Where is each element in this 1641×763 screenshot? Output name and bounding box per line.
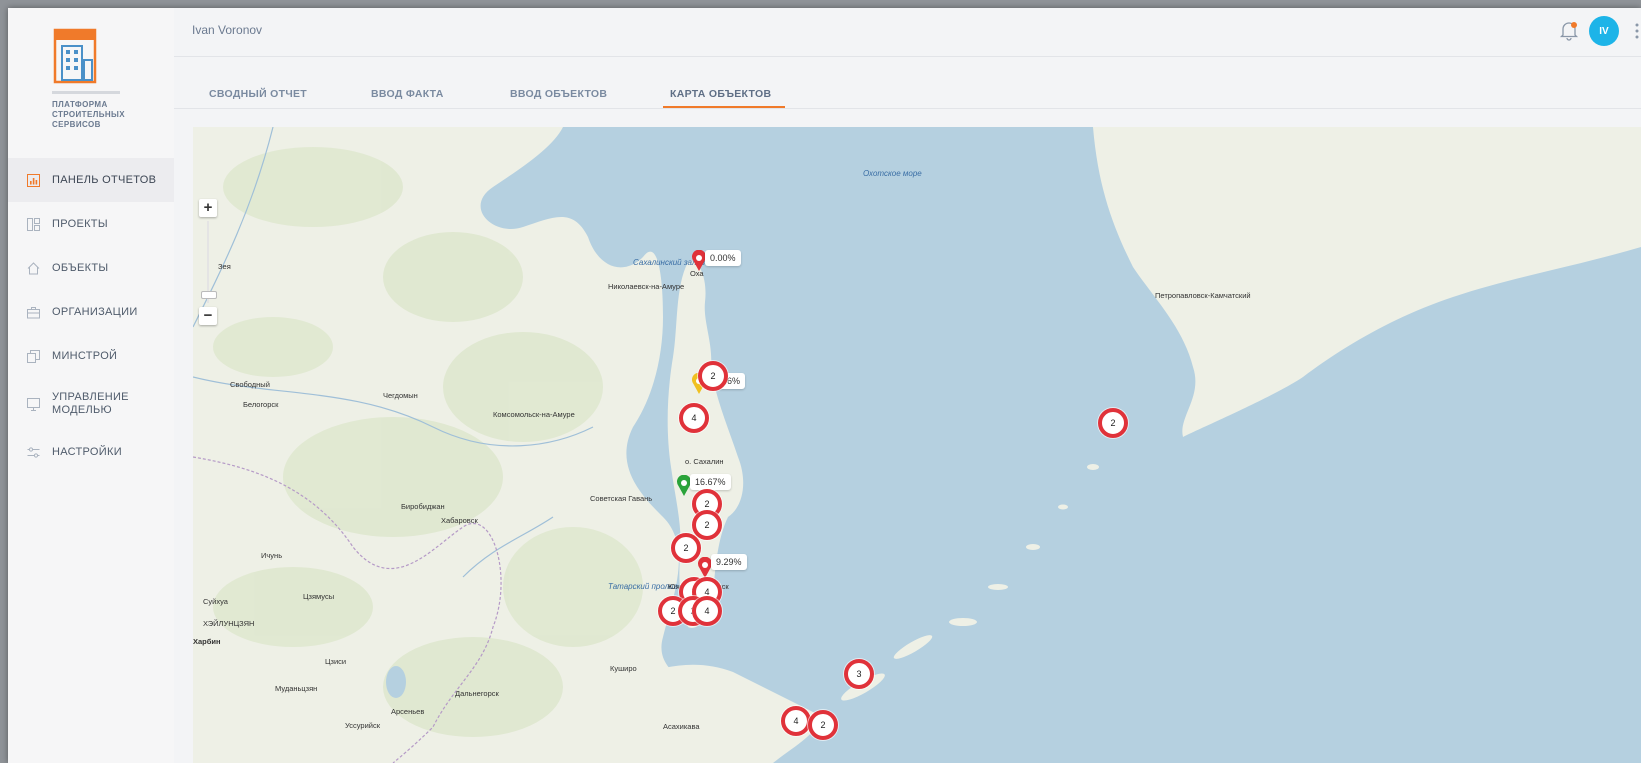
place-label: Асахикава	[663, 722, 700, 731]
place-label: Оха	[690, 269, 704, 278]
tab-summary-report[interactable]: СВОДНЫЙ ОТЧЕТ	[209, 88, 308, 100]
marker-progress-label: 0.00%	[705, 250, 741, 266]
map-pin-green-icon[interactable]	[676, 475, 692, 497]
briefcase-icon	[26, 305, 40, 319]
water-label: Татарский пролив	[608, 582, 678, 591]
place-label: Муданьцзян	[275, 684, 318, 693]
active-tab-indicator	[663, 106, 785, 108]
avatar[interactable]: IV	[1589, 16, 1619, 46]
place-label: Цзиси	[325, 657, 347, 666]
marker-progress-label: 9.29%	[711, 554, 747, 570]
map-cluster[interactable]: 2	[1098, 408, 1128, 438]
map-cluster[interactable]: 4	[679, 403, 709, 433]
sidebar-item-label-line: МОДЕЛЬЮ	[52, 404, 112, 416]
home-icon	[26, 261, 40, 275]
place-label: Хабаровск	[441, 516, 478, 525]
map-cluster[interactable]: 3	[844, 659, 874, 689]
map-cluster[interactable]: 2	[808, 710, 838, 740]
water-label: Сахалинский залив	[633, 258, 705, 267]
map-cluster[interactable]: 2	[692, 510, 722, 540]
sidebar-item-model-management[interactable]: УПРАВЛЕНИЕ МОДЕЛЬЮ	[8, 378, 174, 430]
tab-bar: СВОДНЫЙ ОТЧЕТ ВВОД ФАКТА ВВОД ОБЪЕКТОВ К…	[174, 78, 1641, 109]
map-cluster[interactable]: 2	[698, 361, 728, 391]
marker-progress-label: 16.67%	[690, 474, 731, 490]
sidebar-menu: ПАНЕЛЬ ОТЧЕТОВ ПРОЕКТЫ ОБЪЕКТЫ ОРГАНИЗАЦ…	[8, 158, 174, 474]
tab-objects-input[interactable]: ВВОД ОБЪЕКТОВ	[510, 88, 608, 100]
notification-bell-icon[interactable]	[1559, 20, 1579, 42]
tab-objects-map[interactable]: КАРТА ОБЪЕКТОВ	[670, 88, 772, 100]
map-cluster[interactable]: 2	[671, 533, 701, 563]
sidebar: ПЛАТФОРМА СТРОИТЕЛЬНЫХ СЕРВИСОВ ПАНЕЛЬ О…	[8, 8, 174, 763]
logo-divider	[52, 91, 120, 94]
sidebar-item-settings[interactable]: НАСТРОЙКИ	[8, 430, 174, 474]
user-name[interactable]: Ivan Voronov	[192, 23, 263, 37]
place-label: Биробиджан	[401, 502, 445, 511]
zoom-slider[interactable]	[201, 221, 217, 303]
place-label: Арсеньев	[391, 707, 425, 716]
place-label: Чегдомын	[383, 391, 418, 400]
place-label: Уссурийск	[345, 721, 381, 730]
sidebar-item-minstroy[interactable]: МИНСТРОЙ	[8, 334, 174, 378]
objects-map[interactable]: + − Охотское море Сахалинский залив Тата…	[193, 127, 1641, 763]
map-cluster[interactable]: 4	[692, 596, 722, 626]
zoom-out-button[interactable]: −	[199, 307, 217, 325]
sidebar-item-objects[interactable]: ОБЪЕКТЫ	[8, 246, 174, 290]
brand-line: СЕРВИСОВ	[52, 120, 101, 129]
water-label: Охотское море	[863, 169, 922, 178]
sidebar-item-label: УПРАВЛЕНИЕ МОДЕЛЬЮ	[52, 391, 129, 417]
place-label: ХЭЙЛУНЦЗЯН	[203, 619, 255, 628]
place-label: о. Сахалин	[685, 457, 724, 466]
place-label: Свободный	[230, 380, 270, 389]
brand-line: СТРОИТЕЛЬНЫХ	[52, 110, 125, 119]
copy-icon	[26, 349, 40, 363]
sidebar-item-label: НАСТРОЙКИ	[52, 446, 122, 458]
place-label: Комсомольск-на-Амуре	[493, 410, 575, 419]
place-label: Куширо	[610, 664, 637, 673]
chart-icon	[26, 173, 40, 187]
place-label: Зея	[218, 262, 231, 271]
place-label: Дальнегорск	[455, 689, 499, 698]
place-label: Цзямусы	[303, 592, 335, 601]
sidebar-item-label: ПРОЕКТЫ	[52, 218, 108, 230]
sidebar-item-label: ОРГАНИЗАЦИИ	[52, 306, 138, 318]
place-label: Белогорск	[243, 400, 279, 409]
zoom-slider-handle[interactable]	[201, 291, 217, 299]
tab-fact-input[interactable]: ВВОД ФАКТА	[371, 88, 444, 100]
map-base-layer	[193, 127, 1641, 763]
brand-line: ПЛАТФОРМА	[52, 100, 108, 109]
zoom-in-button[interactable]: +	[199, 199, 217, 217]
sidebar-item-organizations[interactable]: ОРГАНИЗАЦИИ	[8, 290, 174, 334]
zoom-control: + −	[199, 199, 217, 325]
place-label: Петропавловск-Камчатский	[1155, 291, 1251, 300]
more-menu-icon[interactable]	[1635, 22, 1639, 40]
projects-icon	[26, 217, 40, 231]
logo-icon[interactable]	[52, 28, 98, 89]
sliders-icon	[26, 445, 40, 459]
map-pin-red-icon[interactable]	[691, 250, 707, 272]
monitor-icon	[26, 397, 40, 411]
sidebar-item-label: ПАНЕЛЬ ОТЧЕТОВ	[52, 174, 157, 186]
brand-name: ПЛАТФОРМА СТРОИТЕЛЬНЫХ СЕРВИСОВ	[52, 100, 125, 130]
sidebar-item-label: МИНСТРОЙ	[52, 350, 118, 362]
sidebar-item-projects[interactable]: ПРОЕКТЫ	[8, 202, 174, 246]
place-label: Николаевск-на-Амуре	[608, 282, 685, 291]
place-label: Суйхуа	[203, 597, 228, 606]
map-pin-red-icon[interactable]	[697, 557, 713, 579]
sidebar-item-label-line: УПРАВЛЕНИЕ	[52, 391, 129, 403]
sidebar-item-reports[interactable]: ПАНЕЛЬ ОТЧЕТОВ	[8, 158, 174, 202]
place-label: Ичунь	[261, 551, 283, 560]
place-label: Харбин	[193, 637, 221, 646]
map-cluster[interactable]: 4	[781, 706, 811, 736]
sidebar-item-label: ОБЪЕКТЫ	[52, 262, 109, 274]
app-window: ПЛАТФОРМА СТРОИТЕЛЬНЫХ СЕРВИСОВ ПАНЕЛЬ О…	[8, 8, 1641, 763]
place-label: Советская Гавань	[590, 494, 653, 503]
top-bar: Ivan Voronov IV	[174, 8, 1641, 57]
